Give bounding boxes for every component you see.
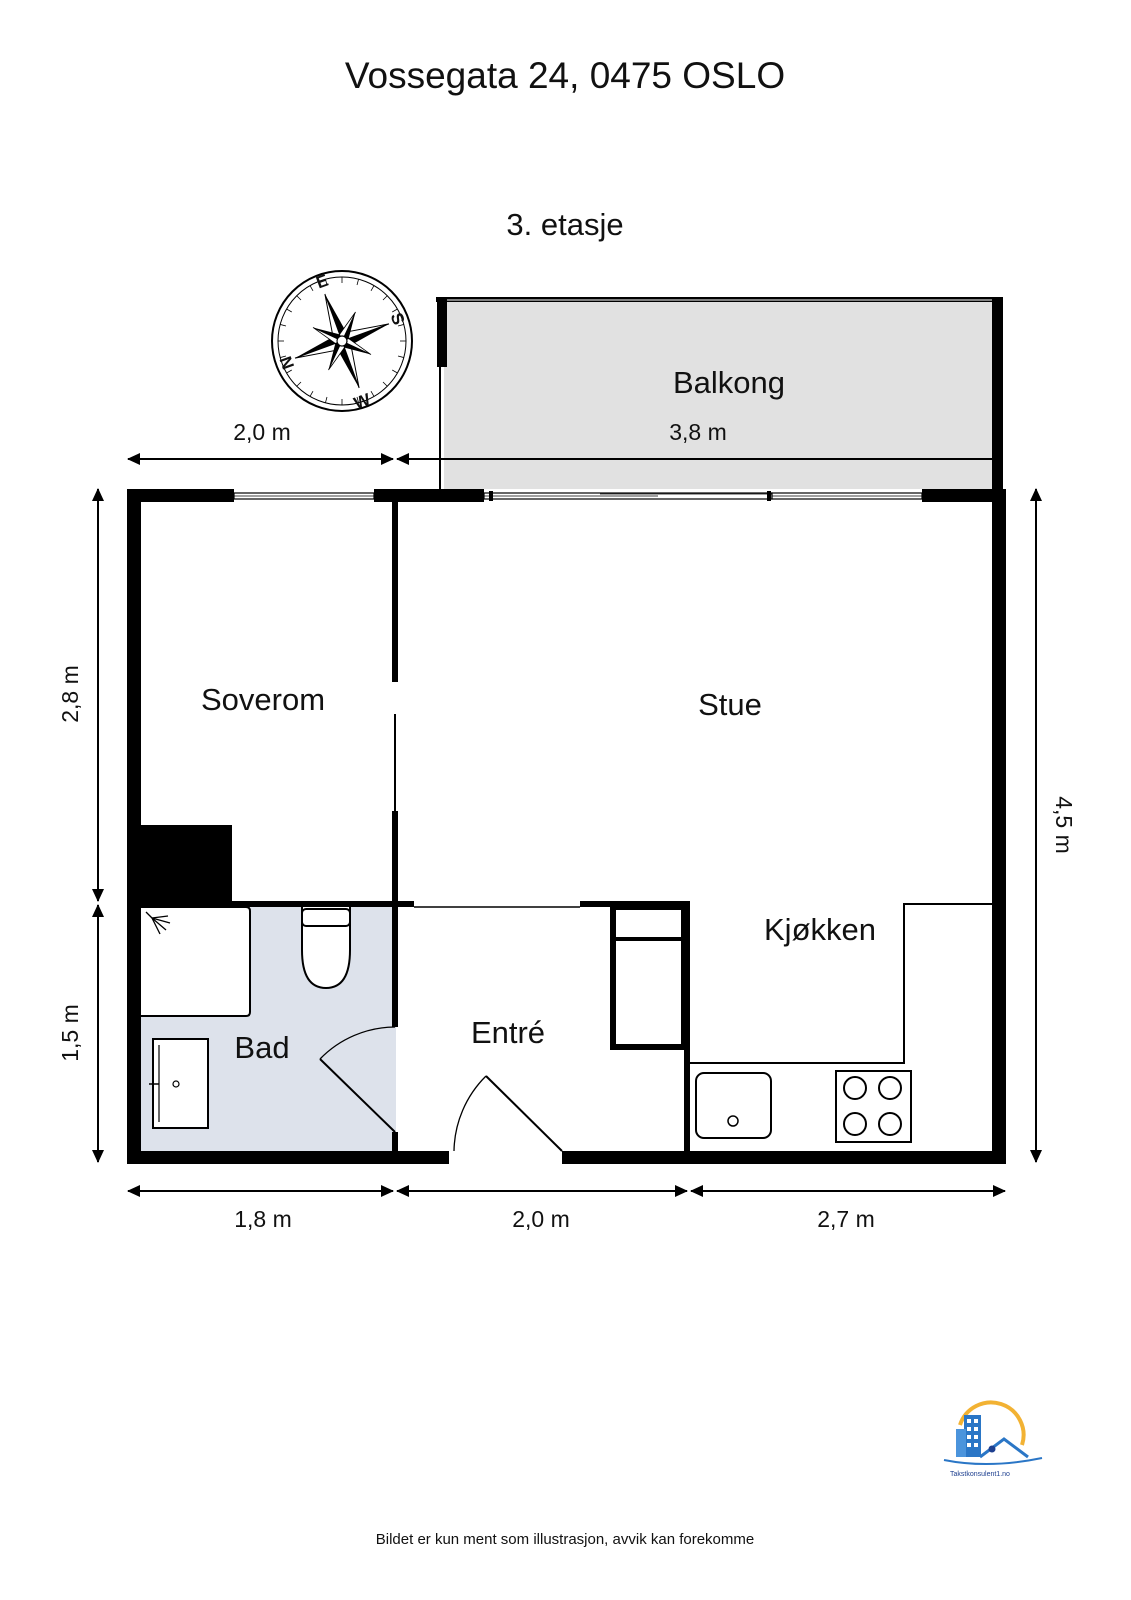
entrance-door-swing — [453, 1075, 563, 1152]
dimension-label-bottom-right: 2,7 m — [817, 1206, 875, 1232]
balcony — [436, 297, 1003, 492]
disclaimer: Bildet er kun ment som illustrasjon, avv… — [376, 1531, 754, 1548]
bathroom-fixtures — [141, 906, 396, 1133]
room-label-kjokken: Kjøkken — [764, 912, 876, 947]
dimension-label-right: 4,5 m — [1051, 796, 1077, 854]
room-label-bad: Bad — [234, 1030, 289, 1065]
bathroom-door-swing — [319, 1026, 396, 1133]
compass-north-label: N — [275, 354, 297, 372]
dimension-label-top-balcony: 3,8 m — [669, 419, 727, 445]
room-label-stue: Stue — [698, 687, 762, 722]
kitchen-counter — [690, 903, 992, 1143]
dimension-label-bottom-left: 1,8 m — [234, 1206, 292, 1232]
page-title: Vossegata 24, 0475 OSLO — [345, 55, 785, 96]
dimension-label-top-left: 2,0 m — [233, 419, 291, 445]
wardrobe — [610, 904, 687, 1050]
compass-west-label: W — [351, 389, 373, 413]
windows — [233, 491, 923, 501]
logo-text: Takstkonsulent1.no — [950, 1471, 1010, 1478]
dimension-lines — [92, 453, 1042, 1197]
shower-icon — [145, 911, 171, 935]
room-label-soverom: Soverom — [201, 682, 325, 717]
stove-icon — [835, 1070, 912, 1143]
building-sun-house-logo — [943, 1400, 1043, 1465]
exterior-walls — [127, 489, 1006, 1164]
toilet-icon — [301, 907, 351, 990]
compass-rose-icon: E S W N — [271, 270, 413, 413]
dimension-label-left-upper: 2,8 m — [57, 665, 83, 723]
floor-label: 3. etasje — [506, 207, 623, 242]
room-label-entre: Entré — [471, 1015, 545, 1050]
company-logo: Takstkonsulent1.no — [943, 1400, 1043, 1478]
kitchen-sink-icon — [695, 1072, 772, 1139]
dimension-label-bottom-middle: 2,0 m — [512, 1206, 570, 1232]
room-label-balkong: Balkong — [673, 365, 785, 400]
dimension-label-left-lower: 1,5 m — [57, 1004, 83, 1062]
bathroom-sink-icon — [149, 1038, 209, 1129]
